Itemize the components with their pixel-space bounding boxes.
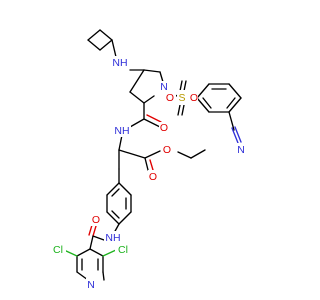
bond xyxy=(149,159,154,171)
bond-layer xyxy=(63,29,242,281)
bond xyxy=(89,248,104,257)
bond xyxy=(143,95,155,104)
bond xyxy=(179,80,183,92)
bond xyxy=(106,182,120,196)
atom-label-cl-left: Cl xyxy=(53,244,63,256)
bond xyxy=(144,150,161,159)
bond xyxy=(92,235,105,241)
atom-label-nh-cyclobutylamino: NH xyxy=(112,57,127,69)
bond xyxy=(111,188,120,197)
bond xyxy=(76,248,91,257)
bond xyxy=(228,97,242,113)
bond xyxy=(143,69,161,73)
bond xyxy=(102,271,105,281)
atom-label-cl-right: Cl xyxy=(118,244,128,256)
bond xyxy=(190,149,206,159)
bond xyxy=(118,211,132,225)
bond xyxy=(196,97,210,113)
bond xyxy=(129,91,145,104)
atom-label-o-ester-carbonyl: O xyxy=(149,171,157,183)
bond xyxy=(177,104,181,116)
atom-label-o-sulfonyl-right: O xyxy=(190,92,198,104)
bond xyxy=(87,39,101,51)
bond xyxy=(111,210,120,219)
bond xyxy=(202,97,212,109)
atom-label-nh-amide: NH xyxy=(114,125,129,137)
bond xyxy=(106,211,120,225)
bond xyxy=(102,249,117,257)
atom-label-n-pyrrolidine: N xyxy=(160,81,168,93)
molecule-structure: NH N S O O N NH O O O NH O Cl Cl N xyxy=(50,29,247,291)
bond xyxy=(118,149,146,159)
bond xyxy=(88,224,93,236)
bond xyxy=(118,134,123,151)
atom-label-o-amide: O xyxy=(160,122,168,134)
bond xyxy=(144,157,149,171)
bond xyxy=(146,114,162,123)
bond xyxy=(177,151,192,159)
atom-label-o-sulfonyl-left: O xyxy=(166,92,174,104)
bond xyxy=(63,249,78,257)
bond xyxy=(181,104,185,116)
bond xyxy=(99,29,113,41)
bond xyxy=(228,111,235,131)
atom-label-s-sulfonyl: S xyxy=(178,92,185,104)
bond xyxy=(129,118,145,128)
atom-label-n-cyano: N xyxy=(237,144,245,156)
bond xyxy=(183,80,187,92)
atom-label-layer: NH N S O O N NH O O O NH O Cl Cl N xyxy=(50,56,247,291)
atom-label-o-anilide: O xyxy=(92,214,100,226)
bond xyxy=(118,182,132,196)
bond xyxy=(196,83,210,99)
bond xyxy=(228,83,242,99)
bond xyxy=(87,29,101,41)
bond xyxy=(231,127,239,144)
bond xyxy=(111,39,117,58)
atom-label-o-ester: O xyxy=(163,144,171,156)
bond xyxy=(226,97,236,109)
bond xyxy=(129,69,145,93)
bond xyxy=(159,71,164,83)
bond xyxy=(99,39,113,51)
atom-label-n-pyridine: N xyxy=(87,279,95,291)
bond xyxy=(234,126,242,143)
bond xyxy=(92,225,97,237)
atom-label-nh-anilide: NH xyxy=(105,232,120,244)
bond xyxy=(89,235,94,250)
